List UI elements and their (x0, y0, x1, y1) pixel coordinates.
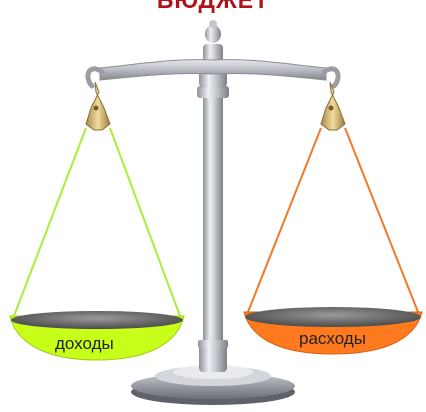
page-title: БЮДЖЕТ (0, 0, 426, 14)
left-hanger (14, 82, 180, 316)
expense-label: расходы (299, 329, 366, 349)
right-hanger (248, 82, 418, 312)
scale-base (131, 345, 295, 405)
income-label: доходы (55, 334, 114, 354)
